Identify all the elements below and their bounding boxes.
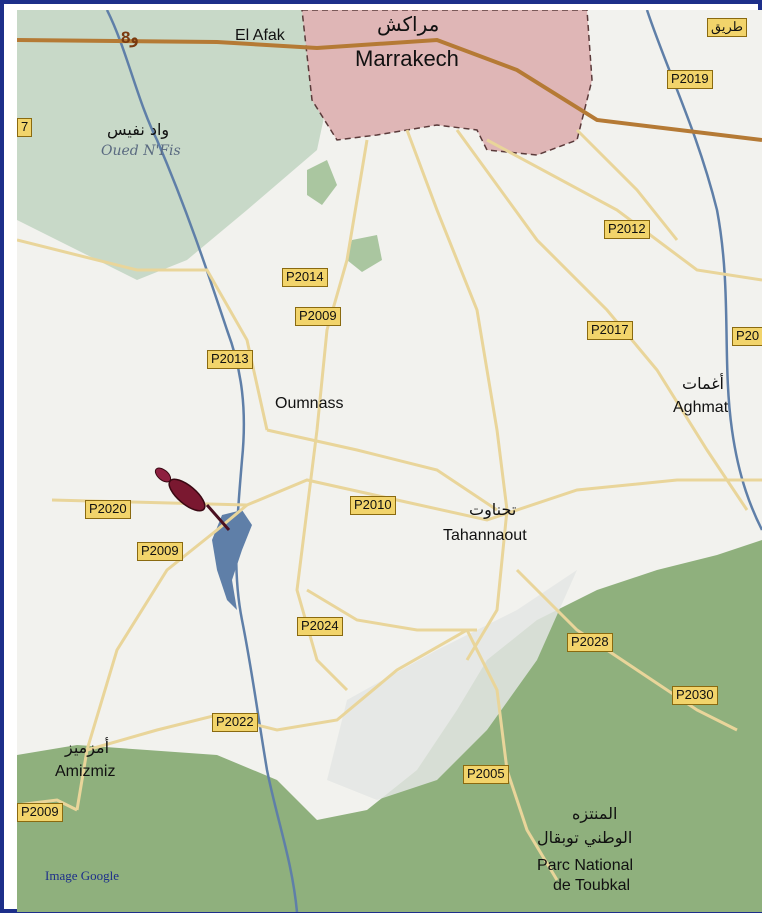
place-oued-nfis: Oued N'Fis (101, 143, 181, 159)
place-amizmiz: Amizmiz (55, 763, 116, 780)
place-el-afak: El Afak (235, 27, 285, 44)
road-label-p2013: P2013 (207, 350, 253, 369)
road-label-p2005: P2005 (463, 765, 509, 784)
green-patch (307, 160, 337, 205)
place-marrakech-arabic: مراكش (377, 12, 440, 36)
oued-nfis-river (105, 10, 299, 912)
place-marrakech: Marrakech (355, 46, 459, 71)
place-aghmat-arabic: أغمات (682, 374, 724, 393)
place-park-line2: de Toubkal (553, 877, 631, 894)
road-label-p2024: P2024 (297, 617, 343, 636)
highway-route (17, 37, 762, 142)
road-label-p2022: P2022 (212, 713, 258, 732)
map-graphics (17, 10, 762, 912)
road-label-highway-top: طريق (707, 18, 747, 37)
place-park-arabic-line1: المنتزه (572, 804, 618, 823)
road-label-p2009-mid: P2009 (137, 542, 183, 561)
reservoir (212, 510, 252, 610)
place-tahannaout: Tahannaout (443, 527, 527, 544)
place-amizmiz-arabic: أمزميز (65, 738, 110, 757)
marrakech-urban-area (301, 10, 593, 156)
place-aghmat: Aghmat (673, 399, 729, 416)
road-label-p2014: P2014 (282, 268, 328, 287)
place-oued-nfis-arabic: واد نفيس (107, 120, 170, 139)
road-label-p2009-top: P2009 (295, 307, 341, 326)
road-label-p2017: P2017 (587, 321, 633, 340)
road-label-p2020: P2020 (85, 500, 131, 519)
place-tahannaout-arabic: تحناوت (469, 500, 517, 519)
road-label-p2019: P2019 (667, 70, 713, 89)
road-label-p2010: P2010 (350, 496, 396, 515)
pushpin-icon (154, 467, 231, 531)
road-label-edge-7: 7 (17, 118, 33, 137)
map-canvas[interactable]: و8 طريق El Afak مراكش Marrakech واد نفيس… (17, 10, 762, 912)
place-park-arabic-line2: الوطني توبقال (537, 828, 633, 847)
image-credit: Image Google (45, 868, 120, 883)
place-oumnass: Oumnass (275, 395, 344, 412)
road-label-p2009-bottom: P2009 (17, 803, 63, 822)
road-label-p2028: P2028 (567, 633, 613, 652)
road-label-p2030: P2030 (672, 686, 718, 705)
highway-badge: و8 (121, 28, 139, 47)
road-label-p2012: P2012 (604, 220, 650, 239)
valley (327, 570, 577, 800)
oued-nfis-area (17, 10, 332, 280)
place-park-line1: Parc National (537, 857, 634, 874)
road-label-p20-edge: P20 (732, 327, 762, 346)
green-patch (347, 235, 382, 272)
